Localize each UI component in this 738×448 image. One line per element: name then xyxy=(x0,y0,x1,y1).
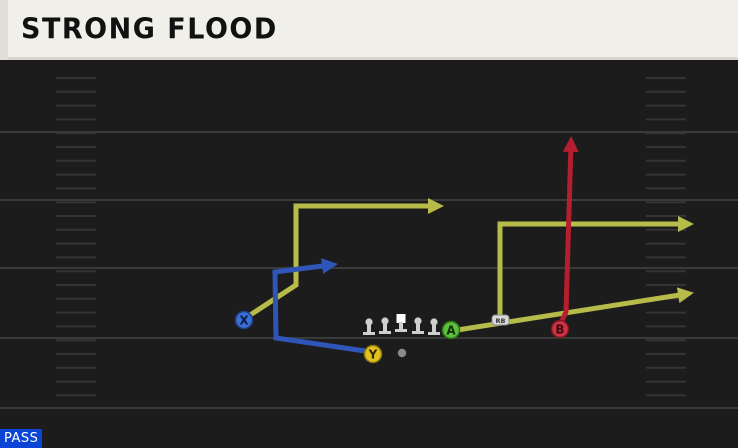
lineman-icon xyxy=(428,318,440,335)
field-turf xyxy=(0,60,738,448)
route-x xyxy=(242,197,445,322)
lineman-icon xyxy=(412,317,424,334)
header-accent-stripe xyxy=(0,0,8,60)
player-rb[interactable]: RB xyxy=(491,314,510,326)
field xyxy=(0,60,738,448)
player-x[interactable]: X xyxy=(234,310,254,330)
route-rb xyxy=(497,215,695,320)
play-type-badge: PASS xyxy=(0,429,43,448)
player-y-label: Y xyxy=(368,348,378,362)
offensive-line xyxy=(363,314,440,358)
player-x-label: X xyxy=(239,314,249,328)
player-y[interactable]: Y xyxy=(363,344,383,364)
route-a xyxy=(450,287,694,334)
quarterback-marker xyxy=(397,348,407,358)
lineman-icon xyxy=(379,317,391,334)
players: X Y A B RB xyxy=(234,310,570,364)
player-a[interactable]: A xyxy=(441,320,461,340)
lineman-icon xyxy=(363,318,375,335)
route-y xyxy=(272,258,373,355)
play-header: STRONG FLOOD xyxy=(0,0,738,60)
player-rb-label: RB xyxy=(496,317,506,325)
hash-marks-right xyxy=(646,77,686,397)
player-b[interactable]: B xyxy=(550,319,570,339)
center-icon xyxy=(395,314,407,332)
player-b-label: B xyxy=(555,323,564,337)
play-title: STRONG FLOOD xyxy=(21,13,278,46)
hash-marks-left xyxy=(56,77,96,397)
player-a-label: A xyxy=(446,324,456,338)
